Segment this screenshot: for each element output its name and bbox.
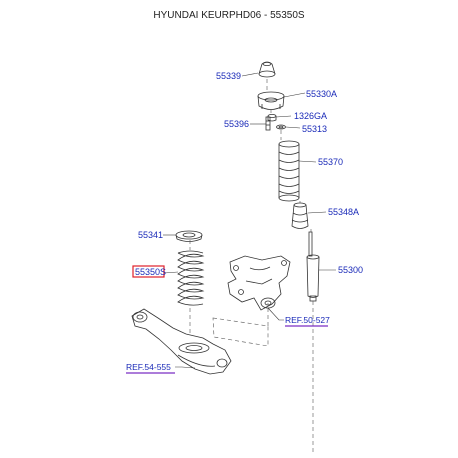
shock-absorber-drawing[interactable]	[306, 231, 320, 302]
part-label-55396[interactable]: 55396	[224, 119, 249, 129]
coil-spring-drawing[interactable]	[177, 250, 205, 306]
ref-label-54-555[interactable]: REF.54-555	[126, 362, 171, 372]
selected-part-highlight	[132, 265, 165, 278]
part-label-55339[interactable]: 55339	[216, 71, 241, 81]
ref-label-50-527[interactable]: REF.50-527	[285, 315, 330, 325]
part-label-55330A[interactable]: 55330A	[306, 89, 337, 99]
lower-arm-drawing[interactable]	[131, 308, 232, 375]
part-label-55300[interactable]: 55300	[338, 265, 363, 275]
knuckle-drawing[interactable]	[227, 255, 291, 311]
nut-drawing[interactable]	[267, 114, 277, 122]
top-cap-drawing[interactable]	[258, 61, 276, 78]
bolt-drawing[interactable]	[265, 116, 271, 131]
assembly-guide-lines	[189, 79, 314, 452]
part-label-55341[interactable]: 55341	[138, 230, 163, 240]
leader-lines	[163, 72, 336, 369]
strut-mount-drawing[interactable]	[257, 91, 285, 110]
part-label-55350S[interactable]: 55350S	[135, 267, 166, 277]
part-label-1326GA[interactable]: 1326GA	[294, 111, 327, 121]
diagram-title: HYUNDAI KEURPHD06 - 55350S	[153, 10, 305, 21]
bump-stopper-drawing[interactable]	[291, 202, 309, 229]
part-label-55313[interactable]: 55313	[302, 124, 327, 134]
spring-seat-drawing[interactable]	[175, 230, 203, 242]
dust-boot-drawing[interactable]	[278, 140, 300, 202]
washer-drawing[interactable]	[276, 124, 286, 130]
part-label-55370[interactable]: 55370	[318, 157, 343, 167]
part-label-55348A[interactable]: 55348A	[328, 207, 359, 217]
